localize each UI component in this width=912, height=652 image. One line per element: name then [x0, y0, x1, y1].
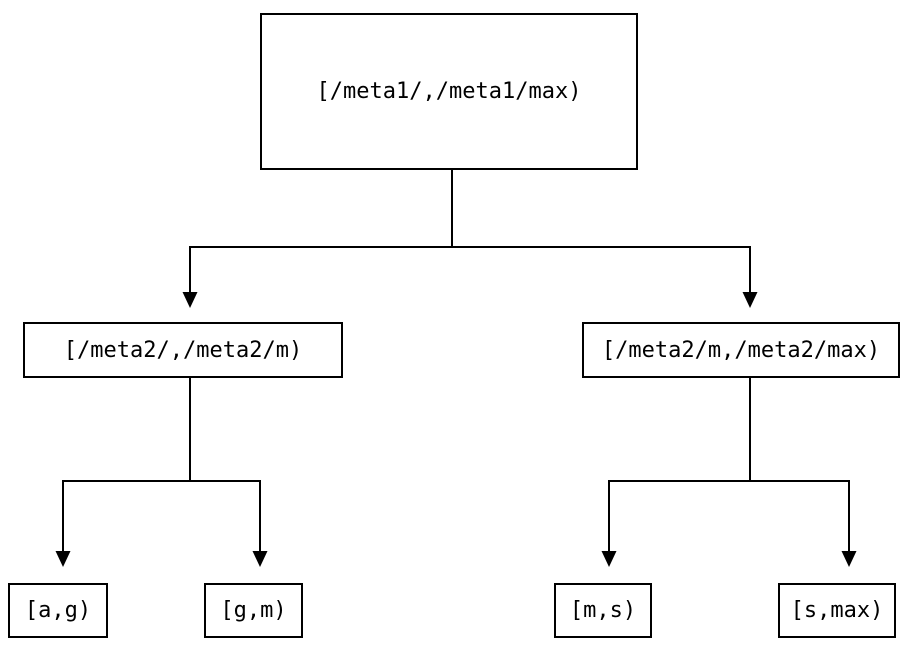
edge-right-to-leaf-smax: [749, 378, 850, 552]
edge-left-to-leaf-ag: [62, 378, 191, 552]
edge-root-to-right: [451, 170, 751, 293]
node-leaf-smax: [s,max): [778, 583, 896, 638]
arrowhead-right-to-leaf-ms: [601, 551, 617, 567]
arrowhead-left-to-leaf-ag: [55, 551, 71, 567]
node-leaf-ag: [a,g): [8, 583, 108, 638]
edge-left-to-leaf-gm: [189, 378, 261, 552]
node-leaf-gm: [g,m): [204, 583, 303, 638]
edge-right-to-leaf-ms: [608, 378, 751, 552]
edge-root-to-left: [189, 170, 453, 293]
node-root: [/meta1/,/meta1/max): [260, 13, 638, 170]
arrowhead-root-to-right: [742, 292, 758, 308]
arrowhead-right-to-leaf-smax: [841, 551, 857, 567]
node-meta2-right: [/meta2/m,/meta2/max): [582, 322, 900, 378]
arrowhead-root-to-left: [182, 292, 198, 308]
node-leaf-ms: [m,s): [554, 583, 652, 638]
node-meta2-left: [/meta2/,/meta2/m): [23, 322, 343, 378]
arrowhead-left-to-leaf-gm: [252, 551, 268, 567]
